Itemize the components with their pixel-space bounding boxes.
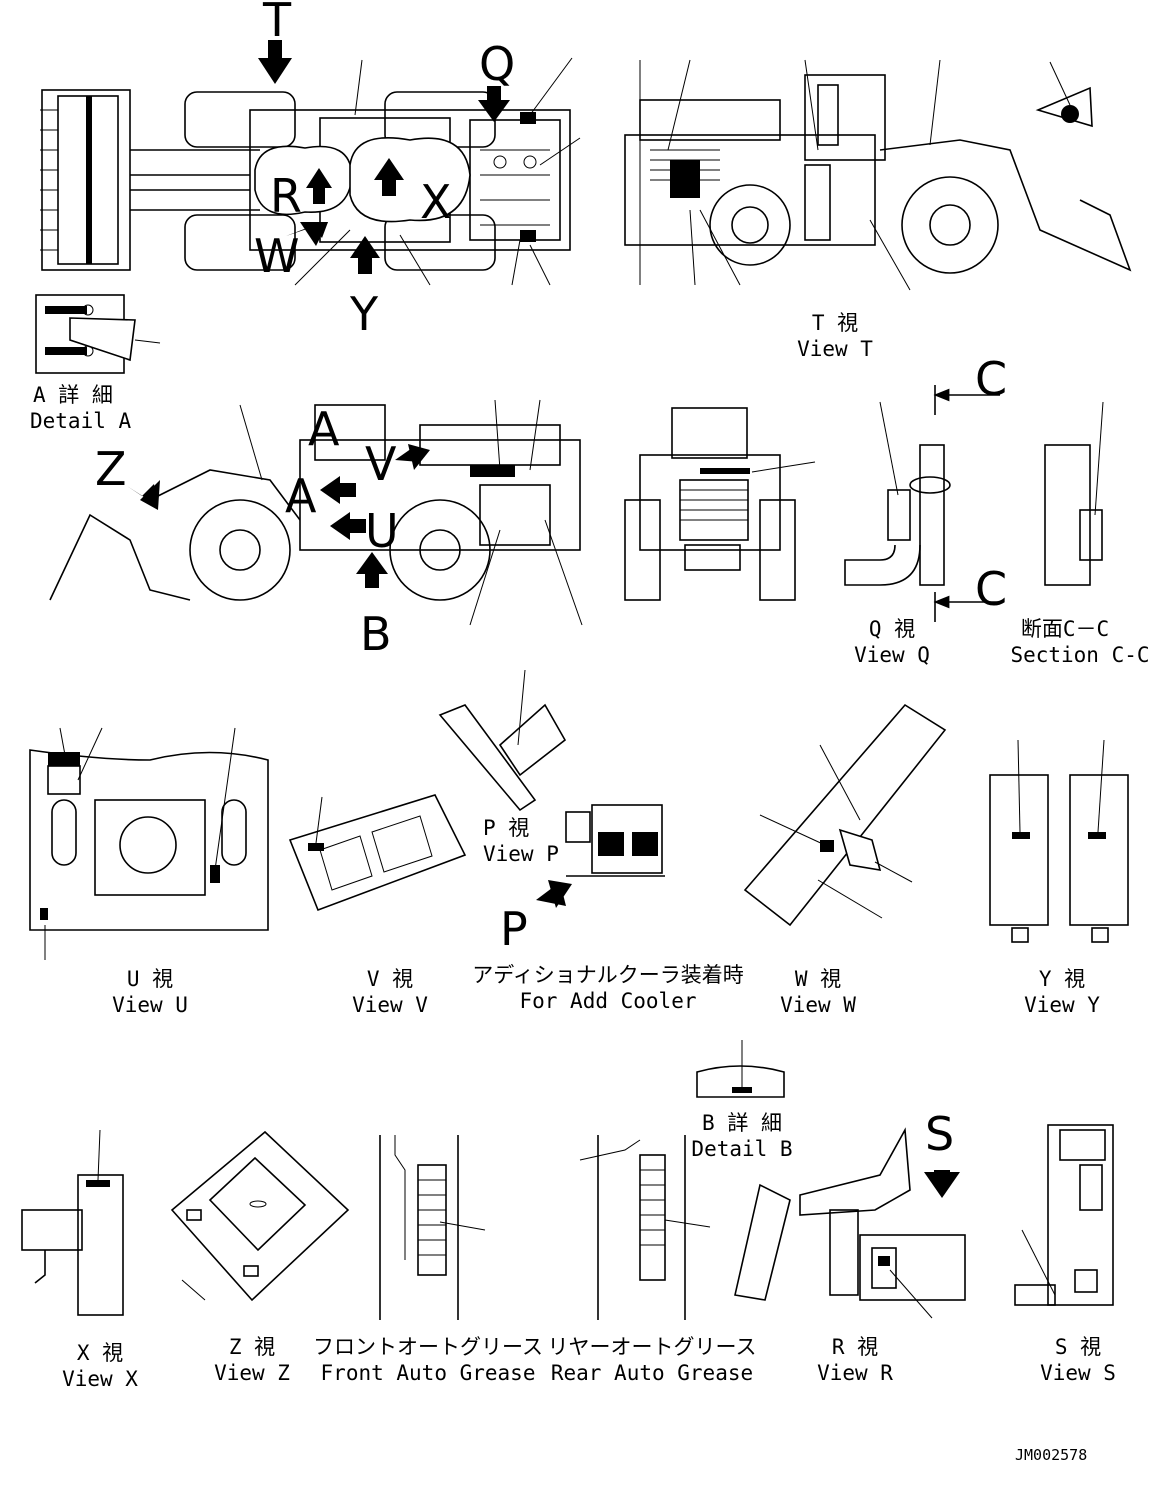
label-p: P [500, 902, 528, 956]
caption-view-x-jp: X 視 [77, 1341, 123, 1365]
label-c-top: C [975, 352, 1007, 406]
caption-view-y-jp: Y 視 [1039, 967, 1085, 991]
caption-view-w-en: View W [780, 993, 856, 1017]
arrow-u [330, 512, 366, 540]
caption-view-t-jp: T 視 [812, 311, 858, 335]
label-u: U [365, 504, 399, 558]
caption-view-u-en: View U [112, 993, 188, 1017]
view-t-side [624, 59, 1132, 291]
view-q [844, 401, 951, 586]
view-v [288, 794, 467, 912]
caption-view-z-en: View Z [214, 1361, 290, 1385]
arrow-y [350, 236, 380, 274]
caption-detail-b-jp: B 詳 細 [702, 1111, 782, 1135]
caption-rear-grease-en: Rear Auto Grease [551, 1361, 753, 1385]
caption-view-t-en: View T [797, 337, 873, 361]
label-s: S [925, 1107, 954, 1161]
arrow-q [478, 86, 510, 122]
caption-add-cooler-en: For Add Cooler [519, 989, 696, 1013]
caption-view-r-en: View R [817, 1361, 893, 1385]
caption-view-p-en: View P [483, 842, 559, 866]
caption-view-v-jp: V 視 [367, 967, 413, 991]
arrow-z [124, 480, 160, 510]
caption-add-cooler-jp: アディショナルクーラ装着時 [472, 963, 744, 987]
section-cc [933, 385, 1104, 622]
label-w: W [254, 229, 299, 283]
label-a-upper: A [308, 402, 340, 456]
view-y [989, 739, 1129, 943]
label-q: Q [479, 37, 515, 91]
caption-view-q-jp: Q 視 [869, 617, 915, 641]
caption-view-p-jp: P 視 [483, 816, 529, 840]
label-v: V [365, 437, 397, 491]
label-y: Y [349, 287, 379, 341]
label-z: Z [95, 442, 127, 496]
caption-detail-a-jp: A 詳 細 [33, 383, 113, 407]
view-z [170, 1130, 350, 1302]
label-t: T [262, 0, 292, 47]
arrow-r-up [306, 168, 332, 204]
caption-view-z-jp: Z 視 [229, 1335, 275, 1359]
top-view-plan [40, 57, 581, 286]
arrow-w [286, 222, 328, 246]
label-a-lower: A [285, 469, 317, 523]
caption-view-s-jp: S 視 [1055, 1335, 1101, 1359]
arrow-s [924, 1170, 960, 1198]
view-u [29, 727, 269, 960]
view-x [21, 1129, 124, 1316]
view-w [743, 703, 947, 927]
front-view [624, 407, 816, 601]
label-b: B [360, 607, 392, 661]
arrow-a [320, 476, 356, 504]
view-s [1014, 1124, 1114, 1306]
caption-view-r-jp: R 視 [832, 1335, 878, 1359]
caption-front-grease-en: Front Auto Grease [321, 1361, 536, 1385]
front-auto-grease [379, 1135, 486, 1320]
caption-rear-grease-jp: リヤーオートグリース [548, 1335, 757, 1359]
caption-section-cc-jp: 断面C－C [1021, 617, 1109, 641]
detail-b [696, 1040, 785, 1098]
arrow-x-up [374, 158, 404, 196]
arrow-v [395, 444, 430, 470]
arrow-p [536, 880, 572, 908]
view-r [734, 1127, 966, 1319]
caption-front-grease-jp: フロントオートグリース [313, 1335, 543, 1359]
drawing-number: JM002578 [1015, 1446, 1087, 1464]
caption-view-w-jp: W 視 [795, 967, 841, 991]
caption-detail-a-en: Detail A [30, 409, 132, 433]
arrow-t [258, 40, 292, 84]
caption-view-s-en: View S [1040, 1361, 1116, 1385]
view-p-cooler [438, 669, 665, 877]
caption-detail-b-en: Detail B [691, 1137, 792, 1161]
label-x: X [420, 175, 452, 229]
caption-view-y-en: View Y [1024, 993, 1100, 1017]
caption-view-v-en: View V [352, 993, 428, 1017]
caption-section-cc-en: Section C-C [1010, 643, 1149, 667]
label-c-bottom: C [975, 562, 1007, 616]
side-view-front [49, 399, 583, 626]
caption-view-u-jp: U 視 [127, 967, 173, 991]
rear-auto-grease [579, 1135, 711, 1320]
caption-view-q-en: View Q [854, 643, 930, 667]
label-r: R [270, 169, 302, 223]
caption-view-x-en: View X [62, 1367, 138, 1391]
detail-a [35, 294, 161, 374]
arrow-b [356, 552, 388, 588]
